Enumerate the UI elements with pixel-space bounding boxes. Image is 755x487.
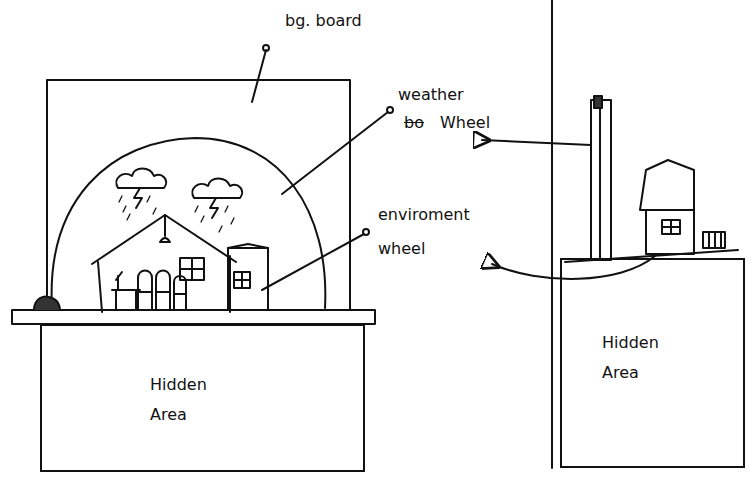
lightning (134, 188, 142, 208)
house-roof (92, 215, 236, 264)
stage-shelf (12, 310, 375, 324)
leader-line (262, 234, 364, 290)
table (112, 290, 140, 310)
leader-line (282, 112, 388, 194)
background-board (47, 80, 350, 310)
leader-dot (263, 45, 269, 51)
window (234, 272, 250, 288)
leader-dot (387, 107, 393, 113)
hidden-area-box: Hidden Area (560, 258, 745, 468)
window (662, 220, 680, 234)
part-label: bg. board (285, 4, 395, 38)
leader-line (252, 50, 266, 102)
rain (119, 196, 234, 232)
house-wall (98, 256, 230, 312)
part-label: weather (398, 78, 488, 112)
part-label: enviroment wheel (378, 198, 478, 266)
side-room (228, 248, 268, 310)
chair (174, 276, 186, 310)
side-roof (228, 244, 268, 248)
lamp-cord (164, 215, 166, 236)
chair (138, 271, 152, 311)
area-label: Hidden Area (150, 370, 245, 430)
prop (703, 232, 725, 248)
weather-dome (52, 138, 326, 308)
cloud (116, 169, 166, 189)
leader-dot (363, 229, 369, 235)
plant (116, 272, 122, 290)
weather-wheel-side (591, 100, 611, 260)
house-side (646, 210, 694, 254)
house-roof (640, 160, 694, 210)
cloud (192, 179, 242, 199)
hidden-area-box: Hidden Area (40, 324, 365, 472)
part-label: Wheel (440, 106, 510, 140)
pointer-arrow (482, 140, 591, 145)
area-label: Hidden Area (602, 328, 697, 388)
bush (34, 297, 60, 311)
lightning (210, 198, 218, 218)
lamp (160, 238, 170, 242)
side-board (551, 0, 553, 468)
chair (156, 271, 170, 311)
part-label: bo (404, 106, 434, 140)
wheel-top (594, 96, 602, 108)
